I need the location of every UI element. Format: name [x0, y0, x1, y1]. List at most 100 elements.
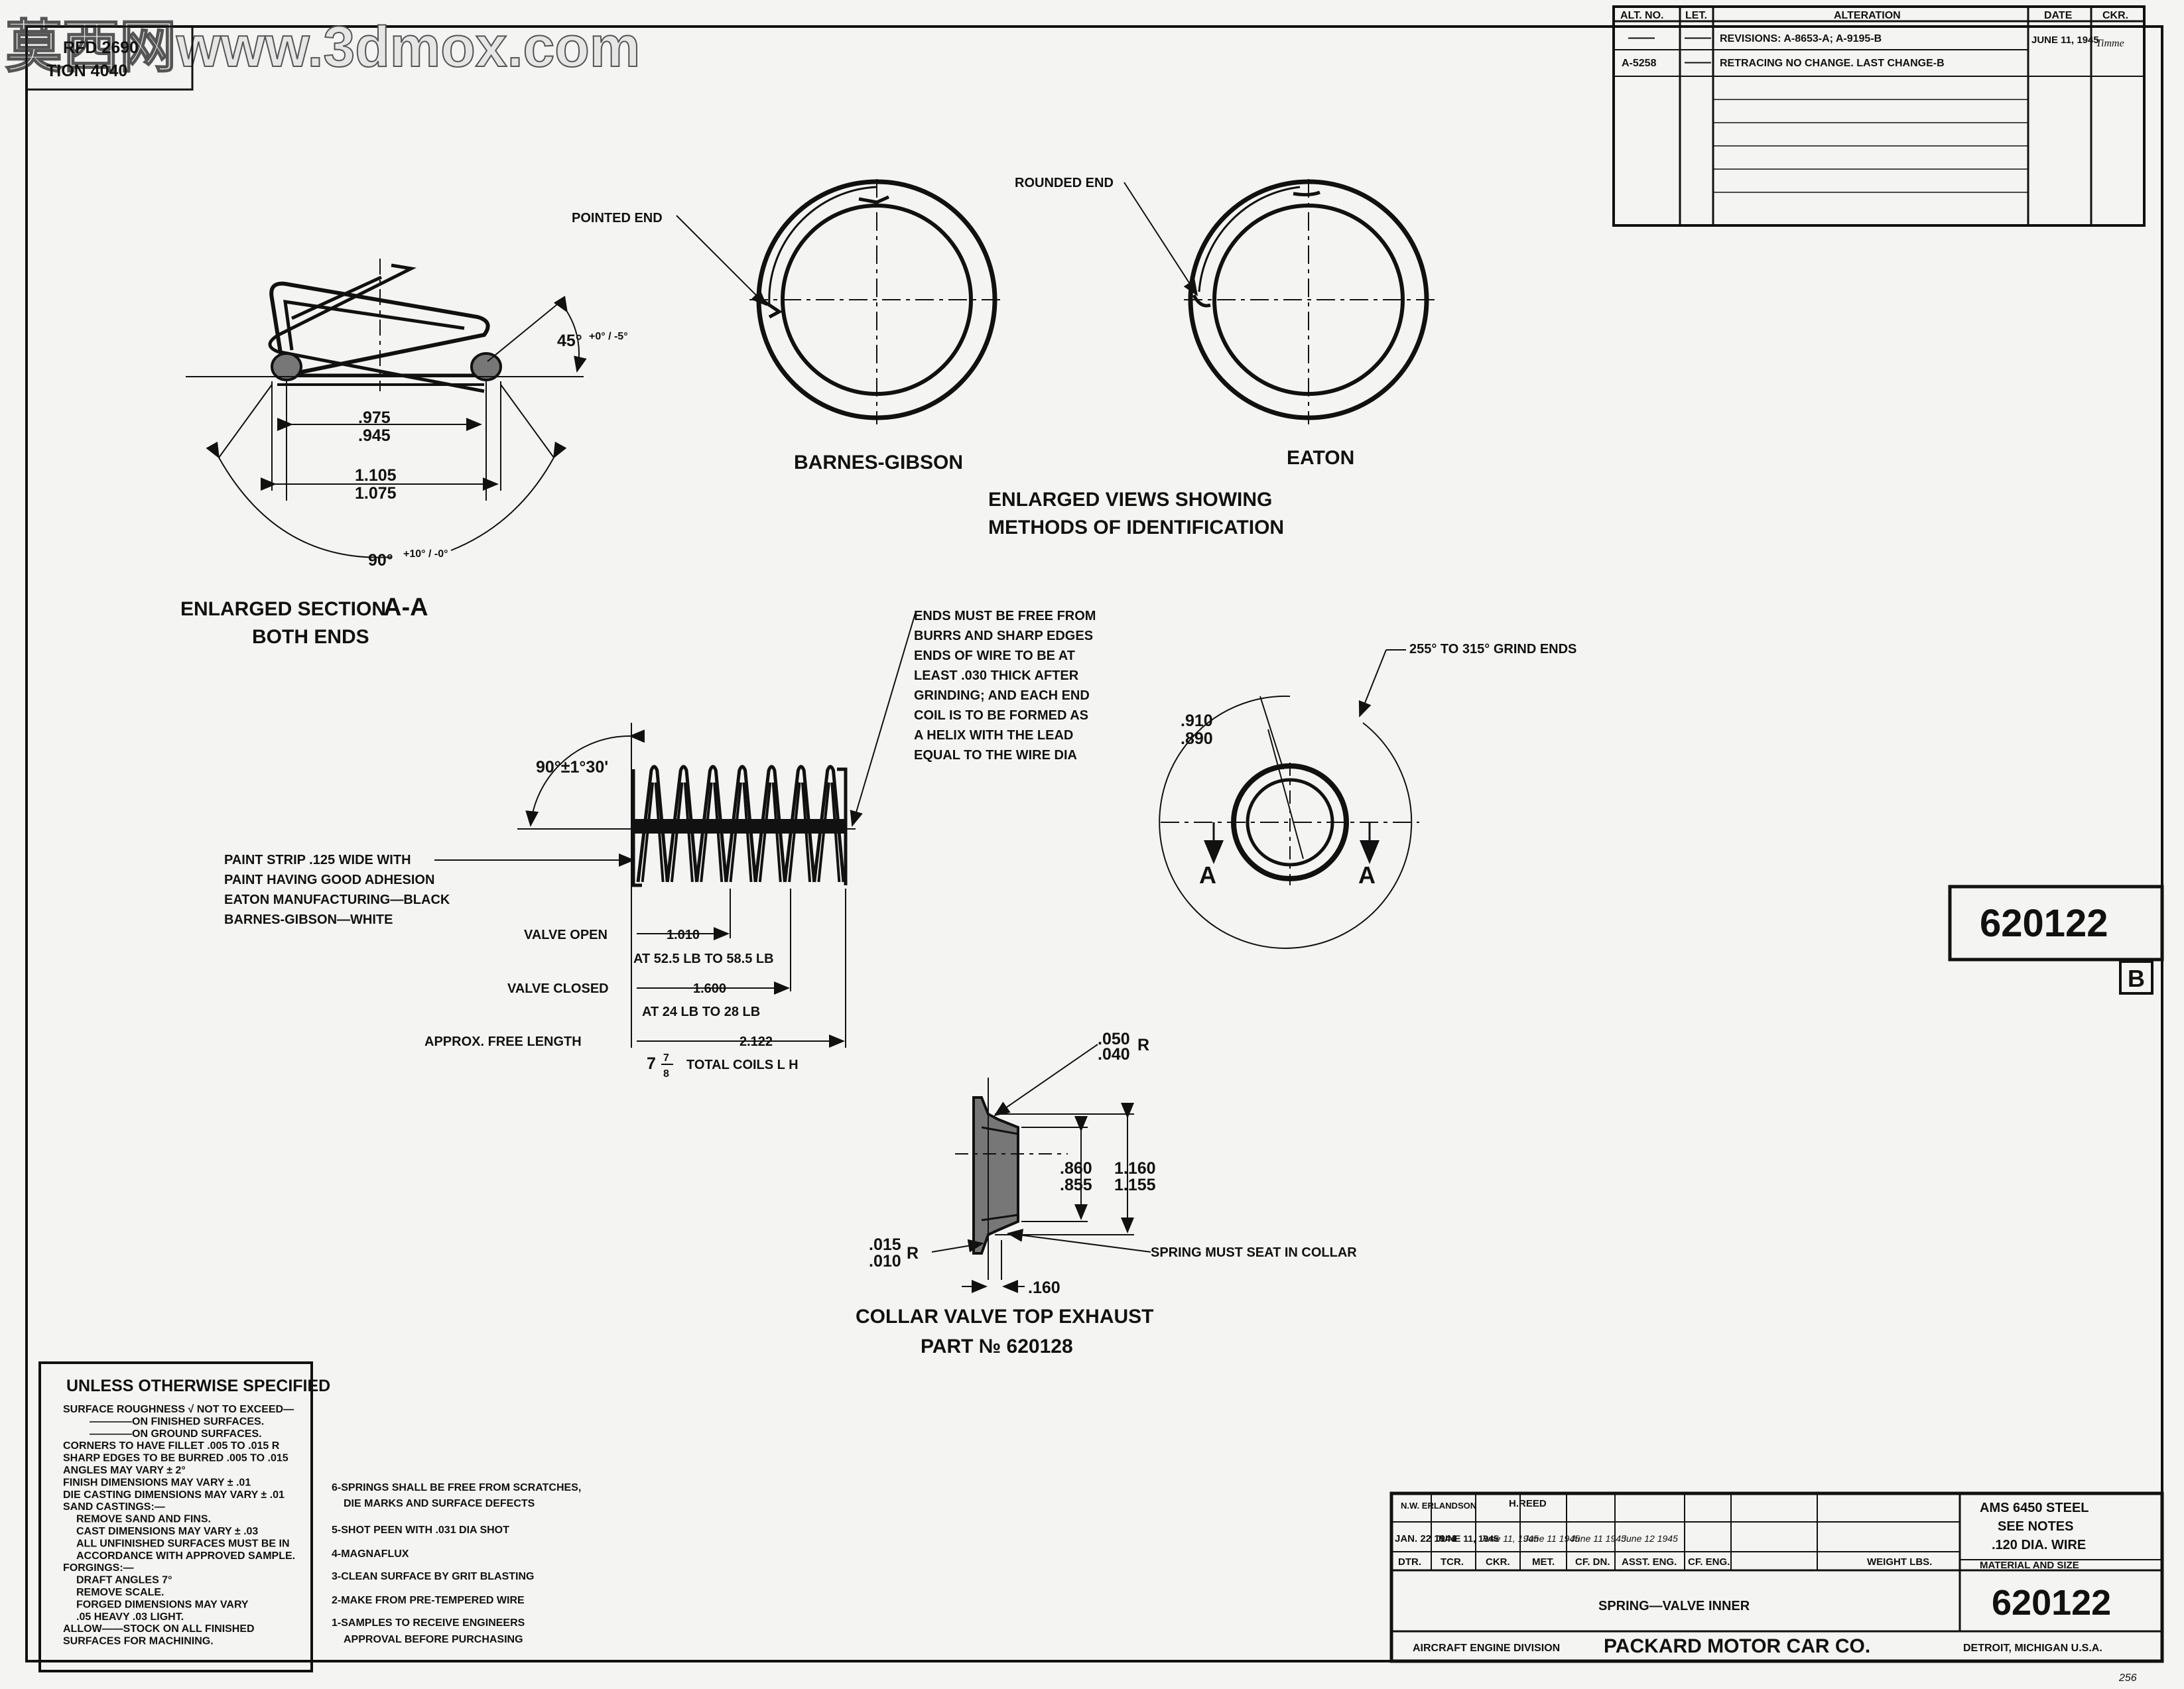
- met-date: June 11 1945: [1523, 1533, 1580, 1544]
- division: AIRCRAFT ENGINE DIVISION: [1413, 1643, 1560, 1654]
- collar-dim-860: .860: [1060, 1159, 1092, 1178]
- rev-header-alteration: ALTERATION: [1834, 10, 1901, 21]
- section-aa-subtitle: BOTH ENDS: [252, 626, 369, 648]
- ends-note-line: A HELIX WITH THE LEAD: [914, 728, 1073, 743]
- gen-lines-line: ————ON GROUND SURFACES.: [90, 1428, 262, 1440]
- valve-closed-load: AT 24 LB TO 28 LB: [642, 1005, 760, 1019]
- coils-fraction-num: 7: [663, 1052, 669, 1064]
- gen-lines-line: ACCORDANCE WITH APPROVED SAMPLE.: [76, 1550, 295, 1562]
- spring-end-view: .910 .890 255° TO 315° GRIND ENDS A A: [1159, 642, 1576, 949]
- rev-row1-date: JUNE 11, 1945: [2031, 34, 2099, 46]
- angle-45-label: 45°: [557, 332, 582, 350]
- section-aa-letters: A-A: [383, 594, 428, 621]
- rev-header-alt: ALT. NO.: [1620, 10, 1663, 21]
- gen-lines-line: SAND CASTINGS:—: [63, 1501, 165, 1513]
- collar-dim-1160: 1.160: [1114, 1159, 1156, 1178]
- pointed-end-label: POINTED END: [572, 211, 663, 225]
- gen-lines-line: DIE CASTING DIMENSIONS MAY VARY ± .01: [63, 1489, 285, 1501]
- spring-coil-front: [724, 765, 757, 883]
- valve-open-load: AT 52.5 LB TO 58.5 LB: [633, 952, 774, 966]
- spring-coil-front: [665, 765, 699, 883]
- proc-lines-line: DIE MARKS AND SURFACE DEFECTS: [344, 1498, 535, 1509]
- gen-lines-line: .05 HEAVY .03 LIGHT.: [76, 1611, 184, 1623]
- collar-r-top-letter: R: [1137, 1036, 1149, 1054]
- spring-angle-label: 90°±1°30': [536, 758, 608, 777]
- coils-text: TOTAL COILS L H: [686, 1058, 799, 1072]
- identification-caption-2: METHODS OF IDENTIFICATION: [988, 517, 1284, 538]
- angle-90-label: 90°: [368, 551, 393, 570]
- spring-coil-front: [783, 765, 816, 883]
- valve-closed-label: VALVE CLOSED: [507, 981, 609, 996]
- role-material: MATERIAL AND SIZE: [1980, 1560, 2079, 1571]
- sheet-border: [25, 25, 2163, 1662]
- role-cf-eng: CF. ENG.: [1688, 1556, 1730, 1568]
- gen-lines-line: ————ON FINISHED SURFACES.: [90, 1416, 264, 1427]
- free-length-dim: 2.122: [739, 1034, 773, 1049]
- sheet-mark: 256: [2118, 1672, 2137, 1684]
- gen-lines-line: FINISH DIMENSIONS MAY VARY ± .01: [63, 1477, 251, 1488]
- spring-coils: [631, 765, 848, 887]
- collar-r-bot-b: .010: [869, 1252, 901, 1271]
- spring-coil-front: [753, 765, 787, 883]
- role-met: MET.: [1532, 1556, 1555, 1568]
- coil-wire: [269, 281, 490, 379]
- angle-90-tolerance: +10° / -0°: [403, 548, 448, 560]
- identification-caption-1: ENLARGED VIEWS SHOWING: [988, 489, 1272, 511]
- paint-strip: [633, 819, 846, 834]
- part-number-box: 620122 B: [1948, 885, 2164, 995]
- proc-lines-line: 4-MAGNAFLUX: [332, 1548, 409, 1560]
- proc-lines-line: 3-CLEAN SURFACE BY GRIT BLASTING: [332, 1571, 535, 1582]
- part-number-large: 620122: [1980, 902, 2108, 945]
- collar-thick-dim: .160: [1028, 1279, 1060, 1297]
- general-notes-box: UNLESS OTHERWISE SPECIFIED SURFACE ROUGH…: [38, 1361, 330, 1672]
- role-ckr: CKR.: [1486, 1556, 1510, 1568]
- grind-ends-label: 255° TO 315° GRIND ENDS: [1409, 642, 1576, 657]
- end-dim-top: .910: [1181, 712, 1213, 730]
- coils-fraction-den: 8: [663, 1068, 669, 1080]
- ckr-date: June 11, 1945: [1480, 1533, 1539, 1544]
- general-notes-title: UNLESS OTHERWISE SPECIFIED: [66, 1377, 330, 1395]
- dtr-name: N.W. ERLANDSON: [1401, 1501, 1476, 1511]
- role-weight: WEIGHT LBS.: [1867, 1556, 1932, 1568]
- rev-row1-alt: ——: [1628, 31, 1655, 45]
- watermark: 莫西网www.3dmox.com: [5, 15, 640, 79]
- dim-975: .975: [358, 408, 391, 427]
- gen-lines-line: REMOVE SAND AND FINS.: [76, 1514, 211, 1525]
- eaton-ring: ROUNDED END EATON: [1015, 176, 1436, 469]
- dtr-date: JAN. 22 1944: [1395, 1533, 1456, 1544]
- ends-note-line: EQUAL TO THE WIRE DIA: [914, 748, 1077, 763]
- ends-note-line: BURRS AND SHARP EDGES: [914, 629, 1093, 643]
- role-dtr: DTR.: [1398, 1556, 1421, 1568]
- collar-r-bot-letter: R: [907, 1244, 919, 1263]
- collar-r-top-b: .040: [1098, 1045, 1130, 1064]
- section-aa-title: ENLARGED SECTION: [180, 598, 386, 620]
- valve-open-dim: 1.010: [667, 928, 700, 942]
- collar-title: COLLAR VALVE TOP EXHAUST: [856, 1306, 1154, 1328]
- barnes-gibson-ring: POINTED END BARNES-GIBSON: [572, 179, 1001, 473]
- free-length-label: APPROX. FREE LENGTH: [424, 1034, 582, 1049]
- rev-row1-let: ——: [1685, 31, 1711, 45]
- rev-header-ckr: CKR.: [2102, 10, 2128, 21]
- section-aa-view: 45° +0° / -5° .975 .945 1.105 1.075 90° …: [180, 259, 628, 648]
- collar-r-top-a: .050: [1098, 1030, 1130, 1048]
- collar-r-bot-a: .015: [869, 1235, 901, 1254]
- spring-coil-front: [636, 765, 669, 883]
- rev-row2-alt: A-5258: [1622, 58, 1657, 69]
- eaton-label: EATON: [1287, 447, 1354, 469]
- gen-lines-line: SHARP EDGES TO BE BURRED .005 TO .015: [63, 1453, 289, 1464]
- company-name: PACKARD MOTOR CAR CO.: [1604, 1635, 1870, 1657]
- ends-note-line: COIL IS TO BE FORMED AS: [914, 708, 1088, 723]
- process-notes: 6-SPRINGS SHALL BE FREE FROM SCRATCHES,D…: [332, 1482, 581, 1645]
- ends-note-line: LEAST .030 THICK AFTER: [914, 668, 1079, 683]
- rev-row1-ckr: Timme: [2096, 38, 2124, 49]
- company-location: DETROIT, MICHIGAN U.S.A.: [1963, 1643, 2102, 1654]
- proc-lines-line: 1-SAMPLES TO RECEIVE ENGINEERS: [332, 1617, 525, 1629]
- role-tcr: TCR.: [1441, 1556, 1464, 1568]
- spring-coil-front: [695, 765, 728, 883]
- rev-row2-let: ——: [1685, 55, 1711, 70]
- gen-lines-line: FORGED DIMENSIONS MAY VARY: [76, 1599, 249, 1610]
- gen-lines-line: FORGINGS:—: [63, 1562, 134, 1574]
- gen-lines-line: SURFACE ROUGHNESS √ NOT TO EXCEED—: [63, 1404, 294, 1415]
- section-mark-left: A: [1199, 861, 1216, 889]
